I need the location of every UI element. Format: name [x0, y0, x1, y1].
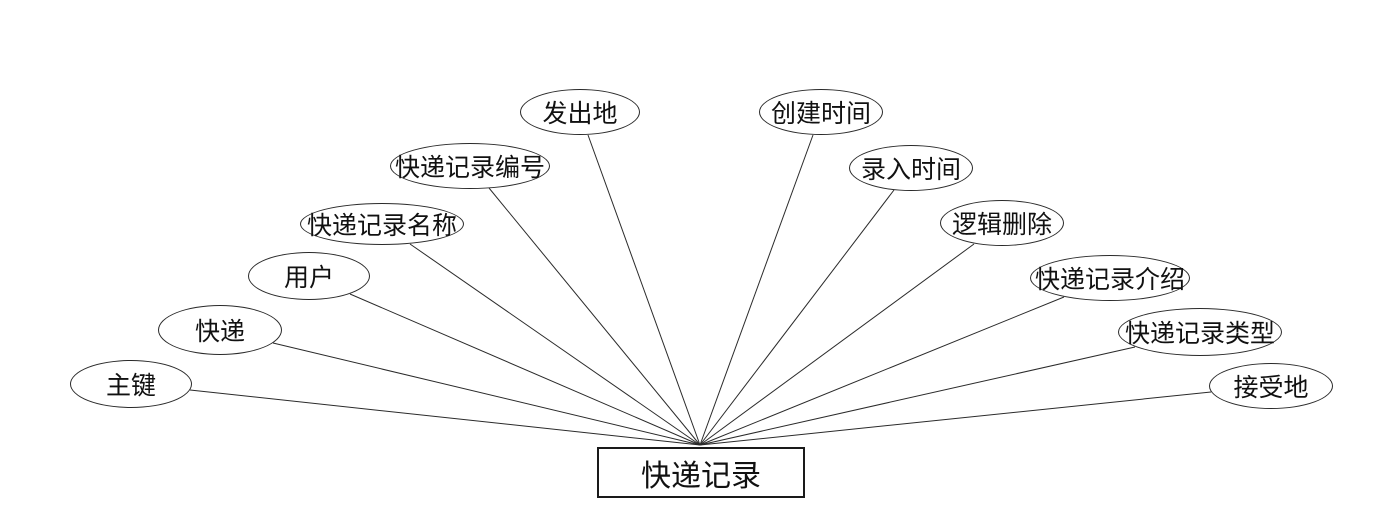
- attribute-label: 快递记录编号: [394, 154, 545, 182]
- entity-label: 快递记录: [641, 459, 761, 493]
- attribute-label: 快递记录介绍: [1034, 266, 1185, 294]
- connector-record-number: [488, 187, 701, 446]
- attribute-label: 用户: [283, 264, 334, 292]
- attribute-create-time: 创建时间: [759, 89, 883, 135]
- attribute-label: 逻辑删除: [951, 211, 1052, 239]
- attribute-label: 发出地: [542, 100, 618, 128]
- connector-user: [349, 293, 701, 446]
- connector-origin: [587, 134, 701, 446]
- connector-express: [272, 342, 701, 446]
- attribute-label: 快递: [194, 318, 245, 346]
- attribute-label: 主键: [105, 372, 156, 400]
- connector-destination: [699, 391, 1212, 446]
- attribute-logical-delete: 逻辑删除: [940, 200, 1064, 246]
- attribute-label: 快递记录类型: [1124, 320, 1275, 348]
- attribute-label: 创建时间: [770, 100, 871, 128]
- attribute-label: 快递记录名称: [306, 212, 457, 240]
- attribute-record-number: 快递记录编号: [390, 143, 550, 189]
- connector-record-name: [409, 243, 701, 446]
- connector-record-intro: [699, 296, 1065, 446]
- attribute-user: 用户: [248, 252, 370, 300]
- attribute-primary-key: 主键: [70, 360, 192, 408]
- attribute-record-intro: 快递记录介绍: [1030, 255, 1190, 301]
- attribute-label: 录入时间: [860, 156, 961, 184]
- connector-entry-time: [699, 189, 895, 446]
- entity-box: 快递记录: [597, 447, 805, 498]
- attribute-origin: 发出地: [520, 89, 640, 135]
- attribute-label: 接受地: [1233, 374, 1309, 402]
- attribute-entry-time: 录入时间: [849, 145, 973, 191]
- connector-record-type: [699, 346, 1136, 446]
- attribute-record-name: 快递记录名称: [300, 203, 464, 245]
- connector-primary-key: [189, 389, 701, 446]
- attribute-destination: 接受地: [1209, 363, 1333, 409]
- attribute-record-type: 快递记录类型: [1118, 308, 1282, 356]
- attribute-express: 快递: [158, 305, 282, 355]
- connector-logical-delete: [699, 243, 975, 446]
- connector-create-time: [699, 134, 814, 446]
